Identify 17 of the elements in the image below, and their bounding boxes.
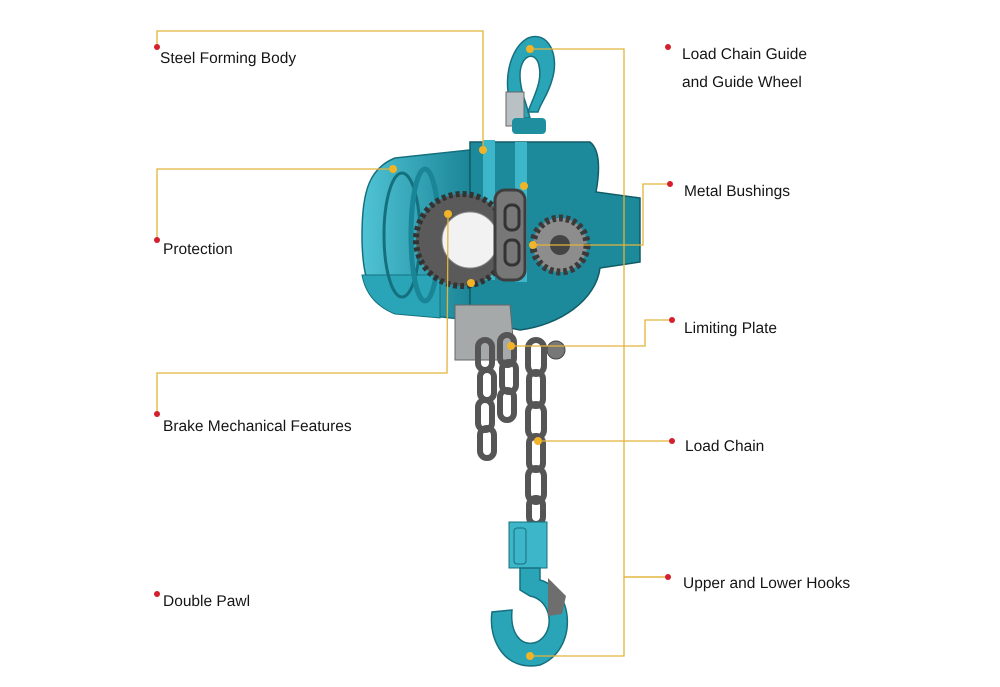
callout-label: Steel Forming Body <box>160 49 296 69</box>
leader-line <box>156 30 484 146</box>
target-dot <box>534 437 542 445</box>
leader-line <box>156 168 389 240</box>
leader-line <box>515 319 672 347</box>
leader-line <box>542 440 672 442</box>
callout-label: Protection <box>163 240 233 260</box>
callout-label: Double Pawl <box>163 592 252 612</box>
callout-label: Brake Mechanical Features <box>163 417 352 437</box>
callout-label: Metal Bushings <box>684 182 790 202</box>
leader-line <box>537 183 670 246</box>
leader-line <box>534 576 668 657</box>
callout-label: Load Chain Guide and Guide Wheel <box>682 45 808 93</box>
leader-line <box>156 218 449 414</box>
callout-label: Load Chain <box>685 437 764 457</box>
callout-label: Upper and Lower Hooks <box>683 574 850 594</box>
callout-label: Limiting Plate <box>684 319 778 339</box>
